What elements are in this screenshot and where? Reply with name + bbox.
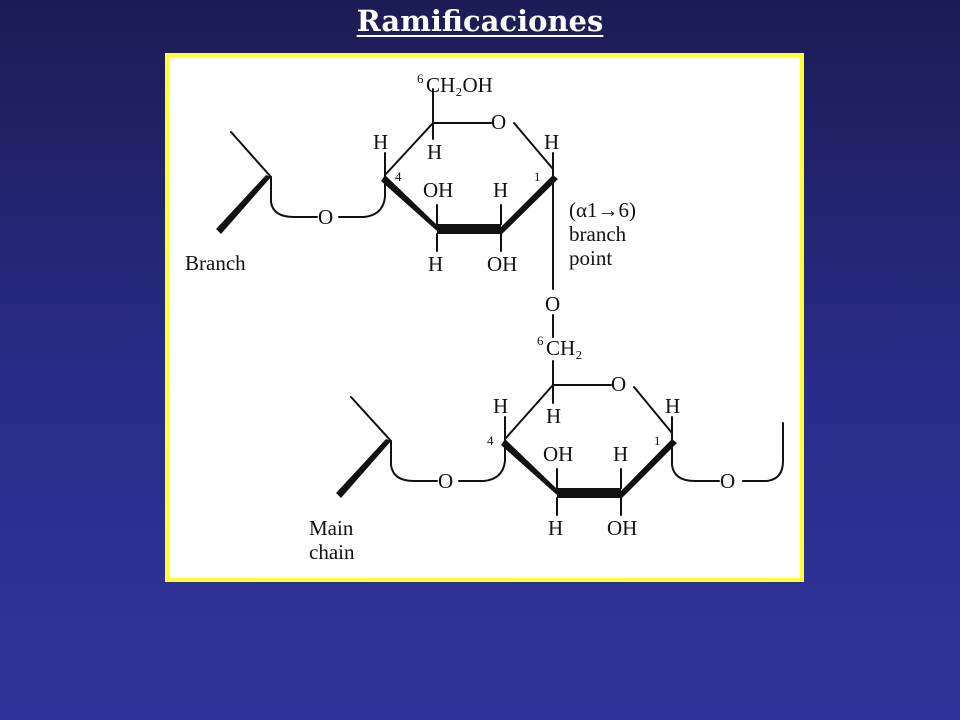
branch-c6-group: CH₂OH <box>426 73 493 97</box>
main-h-c3: H <box>548 516 563 540</box>
branch-point-line2: branch <box>569 222 627 246</box>
branch-c6-superscript: 6 <box>417 71 424 86</box>
glycogen-branch-diagram: O 6 CH₂OH O H H H <box>165 53 804 582</box>
main-c4-number: 4 <box>487 433 494 448</box>
main-ring-bonds <box>501 384 677 499</box>
main-chain-stub-left <box>336 396 438 498</box>
branch-h-c1: H <box>544 130 559 154</box>
main-oh-c3: OH <box>543 442 573 466</box>
branch-h-c5: H <box>427 140 442 164</box>
main-c6-group: CH₂ <box>546 336 583 360</box>
main-h-c2: H <box>613 442 628 466</box>
main-c6-superscript: 6 <box>537 333 544 348</box>
main-h-c1: H <box>665 394 680 418</box>
branch-c1-number: 1 <box>534 169 541 184</box>
branch-label: Branch <box>185 251 246 275</box>
branch-h-c2: H <box>493 178 508 202</box>
branch-point-linkage: (α1→6) <box>569 198 636 222</box>
link-oxygen: O <box>545 292 560 316</box>
branch-left-oxygen: O <box>318 205 333 229</box>
main-h-c5: H <box>546 404 561 428</box>
branch-h-c4: H <box>373 130 388 154</box>
branch-point-line3: point <box>569 246 612 270</box>
main-chain-label-line1: Main <box>309 516 354 540</box>
branch-oh-c3: OH <box>423 178 453 202</box>
main-left-oxygen: O <box>438 469 453 493</box>
main-substituent-bonds <box>504 360 784 516</box>
main-oh-c2: OH <box>607 516 637 540</box>
main-chain-label-line2: chain <box>309 540 355 564</box>
branch-h-c3: H <box>428 252 443 276</box>
branch-oh-c2: OH <box>487 252 517 276</box>
slide-title: Ramificaciones <box>356 4 604 38</box>
structure-svg: O 6 CH₂OH O H H H <box>185 71 784 564</box>
branch-c4-number: 4 <box>395 169 402 184</box>
branch-ring-oxygen: O <box>491 110 506 134</box>
branch-o-c4-bond <box>338 174 386 218</box>
main-ring-oxygen: O <box>611 372 626 396</box>
main-o-c4-bond <box>458 438 506 482</box>
branch-ring-bonds <box>381 122 558 235</box>
main-right-oxygen: O <box>720 469 735 493</box>
branch-chain-stub <box>216 131 318 234</box>
main-c1-number: 1 <box>654 433 661 448</box>
main-h-c4: H <box>493 394 508 418</box>
branch-substituent-bonds <box>384 88 554 290</box>
